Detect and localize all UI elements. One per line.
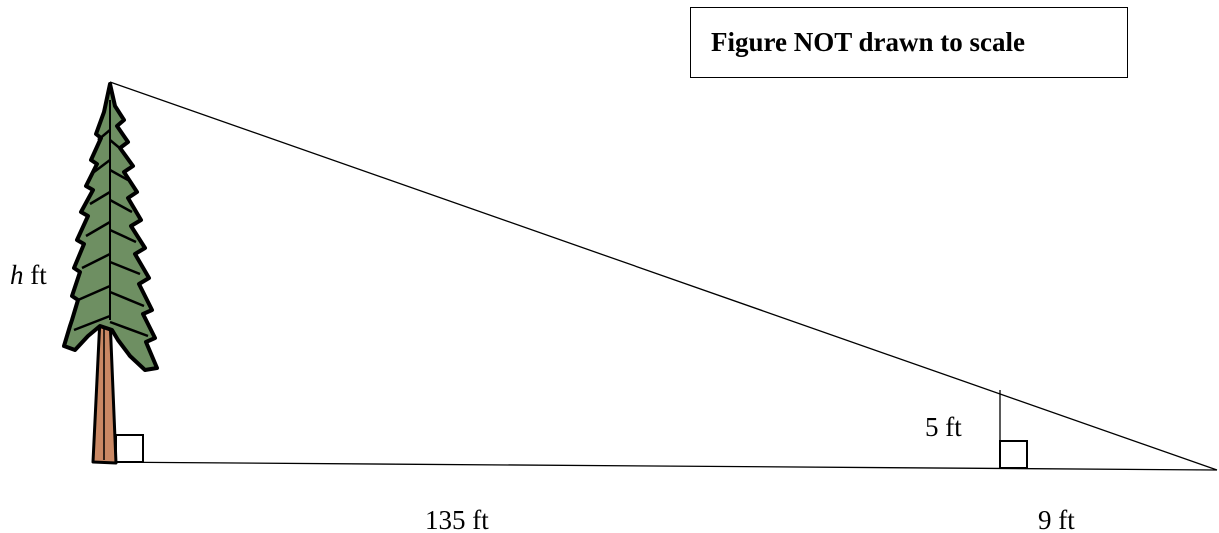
not-to-scale-note-box: Figure NOT drawn to scale [690,7,1128,78]
right-angle-marker-icon [999,440,1028,469]
post-to-tip-distance-label: 9 ft [1038,505,1075,533]
hypotenuse-line [109,81,1218,471]
tree-height-label: h ft [10,260,47,291]
right-angle-marker-icon [115,434,144,463]
post-height-label: 5 ft [925,412,962,442]
tree-to-post-distance-label: 135 ft [425,505,489,533]
ground-line [91,461,1218,471]
not-to-scale-note: Figure NOT drawn to scale [711,27,1025,57]
pine-tree-icon [62,82,159,465]
tree-height-unit: ft [30,260,47,290]
tree-height-variable: h [10,260,24,290]
